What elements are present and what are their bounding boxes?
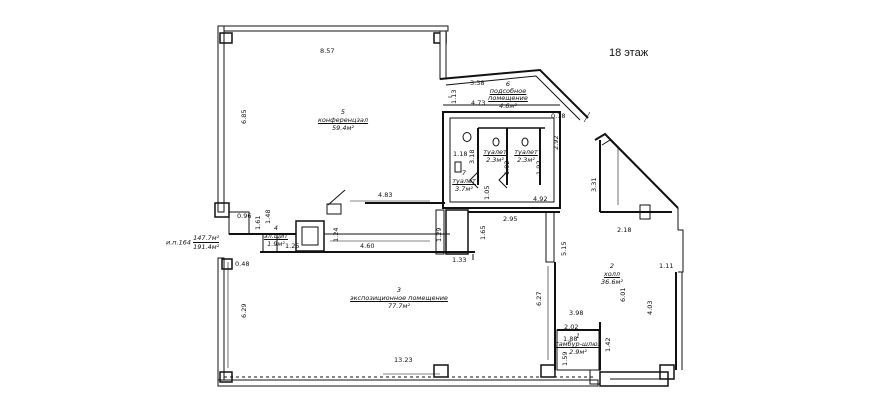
dim-conf-width: 8.57 — [320, 47, 335, 55]
room-area: 4.6м² — [499, 102, 517, 110]
legend-prefix: и.п.164 — [166, 238, 192, 247]
room-area: 2.9м² — [569, 348, 587, 356]
dim-1323: 13.23 — [394, 356, 413, 364]
dim-conf-height: 6.85 — [240, 109, 248, 124]
room-name: экспозиционное помещение — [350, 294, 448, 302]
legend-denominator: 191.4м² — [193, 243, 220, 251]
dim-188: 1.88 — [563, 335, 578, 343]
room-label-vestibule: 1 тамбур-шлюз 2.9м² — [555, 332, 601, 356]
vestibule-walls — [556, 322, 675, 387]
room-label-hall: 2 холл 36.6м² — [601, 262, 623, 286]
dim-125: 1.25 — [285, 242, 300, 250]
dim-105: 1.05 — [483, 185, 491, 200]
room-label-conference: 5 конференцзал 59.4м² — [318, 108, 368, 132]
dim-338: 3.38 — [470, 79, 485, 87]
room-area: 1.9м² — [267, 240, 285, 248]
room-area: 2.3м² — [486, 156, 504, 164]
dim-398: 3.98 — [569, 309, 584, 317]
room-label-electrical: 4 эл.щит 1.9м² — [264, 224, 288, 248]
room-label-storage: 6 подсобное помещение 4.6м² — [484, 80, 532, 110]
dim-048: 0.48 — [235, 260, 250, 268]
room-label-toilet-7: 7 туалет 3.7м² — [452, 169, 476, 193]
dim-473: 4.73 — [471, 99, 486, 107]
dim-318: 3.18 — [468, 149, 476, 164]
room-name: холл — [603, 270, 621, 278]
dim-515: 5.15 — [560, 241, 568, 256]
hall-walls — [594, 132, 684, 370]
dim-483: 4.83 — [378, 191, 393, 199]
room-area: 59.4м² — [332, 124, 354, 132]
room-label-toilet-a: туалет 2.3м² — [483, 148, 507, 164]
dim-192b: 1.92 — [535, 160, 543, 175]
room-label-exhibition: 3 экспозиционное помещение 77.7м² — [350, 286, 448, 310]
dimension-lines — [227, 96, 619, 375]
legend-numerator: 147.7м² — [193, 234, 220, 243]
dim-129: 1.29 — [435, 227, 443, 242]
room-number: 4 — [273, 224, 279, 232]
room-name: эл.щит — [264, 232, 288, 240]
toilet-block-walls — [442, 111, 561, 209]
room-area: 2.3м² — [517, 156, 535, 164]
dim-202: 2.02 — [564, 323, 579, 331]
dim-331: 3.31 — [590, 177, 598, 192]
dim-113: 1.13 — [450, 89, 458, 104]
room-name: подсобное помещение — [488, 87, 528, 102]
room-name: тамбур-шлюз — [554, 340, 602, 348]
area-legend: и.п.164 147.7м² 191.4м² — [166, 234, 220, 251]
room-number: 3 — [396, 286, 402, 294]
room-number: 5 — [340, 108, 346, 116]
room-label-toilet-b: туалет 2.3м² — [514, 148, 538, 164]
conference-hall-walls — [214, 25, 449, 218]
dim-111: 1.11 — [659, 262, 674, 270]
room-name: туалет — [514, 148, 538, 156]
exhibition-hall-walls — [217, 257, 599, 387]
interior-walls — [228, 189, 560, 263]
dim-159: 1.59 — [561, 351, 569, 366]
room-name: конференцзал — [317, 116, 369, 124]
dim-629: 6.29 — [240, 303, 248, 318]
room-area: 36.6м² — [601, 278, 623, 286]
room-number: 1 — [575, 332, 581, 340]
dim-118: 1.18 — [453, 150, 468, 158]
dim-218: 2.18 — [617, 226, 632, 234]
dim-161: 1.61 — [254, 215, 262, 230]
dim-403: 4.03 — [646, 300, 654, 315]
room-name: туалет — [483, 148, 507, 156]
dim-192a: 1.92 — [503, 160, 511, 175]
dim-096: 0.96 — [237, 212, 252, 220]
room-number: 6 — [505, 80, 511, 88]
dim-295: 2.95 — [503, 215, 518, 223]
dim-165: 1.65 — [479, 225, 487, 240]
dim-601: 6.01 — [619, 287, 627, 302]
legend-fraction: 147.7м² 191.4м² — [193, 234, 220, 251]
dim-627: 6.27 — [535, 291, 543, 306]
room-number: 2 — [609, 262, 615, 270]
dim-142: 1.42 — [604, 337, 612, 352]
dim-078: 0.78 — [551, 112, 566, 120]
dim-492: 4.92 — [533, 195, 548, 203]
room-name: туалет — [452, 177, 476, 185]
dim-124: 1.24 — [332, 227, 340, 242]
room-number: 7 — [461, 169, 467, 177]
room-area: 3.7м² — [455, 185, 473, 193]
dim-460: 4.60 — [360, 242, 375, 250]
room-area: 77.7м² — [388, 302, 410, 310]
dim-148: 1.48 — [264, 209, 272, 224]
dim-133: 1.33 — [452, 256, 467, 264]
floor-label: 18 этаж — [609, 47, 649, 59]
dim-292: 2.92 — [552, 135, 560, 150]
